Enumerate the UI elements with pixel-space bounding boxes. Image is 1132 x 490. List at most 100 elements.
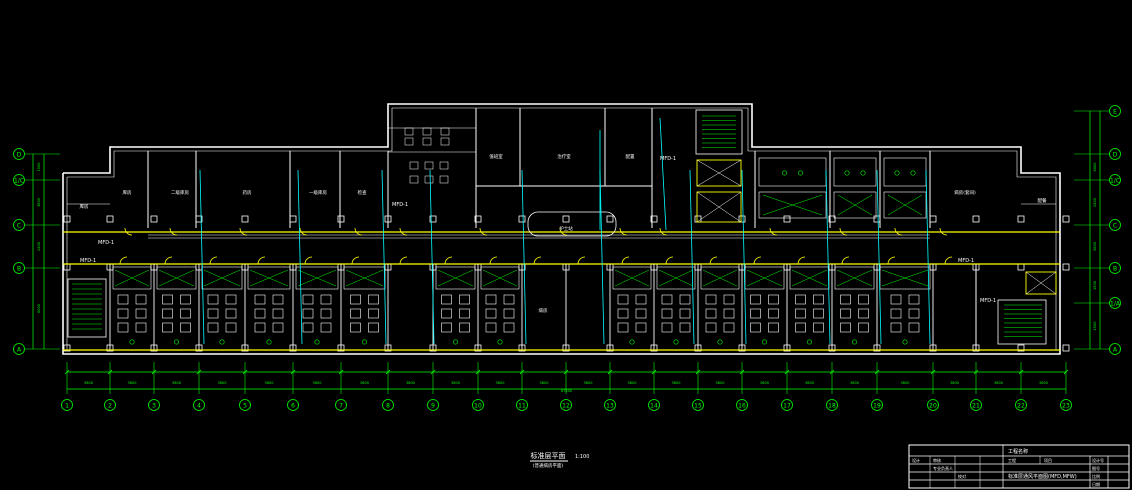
axis-number: 7 [339, 403, 343, 410]
fixture-circle [910, 170, 916, 176]
bed [135, 294, 147, 305]
bay-dim-label: 3600 [584, 381, 593, 385]
axis-number: 21 [972, 403, 980, 410]
bay-dim-label: 3600 [172, 381, 181, 385]
room-label: 二级库房 [171, 189, 189, 196]
bay-dim-label: 3600 [84, 381, 93, 385]
bathroom-mark [836, 269, 873, 287]
bay-dim-label: 3600 [760, 381, 769, 385]
bathroom-pod [879, 266, 931, 290]
axis-bubble-left [13, 343, 25, 355]
left-dim-label: 6000 [37, 304, 41, 313]
axis-bubble-left [13, 174, 25, 186]
bay-dim-label: 3600 [994, 381, 1003, 385]
bed [858, 322, 869, 333]
door-swing [209, 256, 218, 265]
bed [162, 322, 173, 333]
bathroom-mark [837, 194, 873, 216]
duct-riser [429, 169, 435, 345]
bed [661, 322, 673, 333]
duct-riser [741, 169, 747, 345]
room-label: 一级库房 [309, 189, 327, 196]
axis-letter-left: 1/C [14, 178, 24, 185]
bed [679, 308, 691, 319]
duct-tag: MFD-1 [392, 202, 408, 208]
axis-bubble [239, 399, 251, 411]
bathroom-mark [658, 269, 694, 287]
tb-cell: 日期 [1092, 481, 1100, 487]
bed [795, 308, 806, 319]
fixtures [72, 115, 1042, 345]
door-swing [399, 227, 408, 236]
bed [350, 308, 361, 319]
axis-number: 19 [873, 403, 881, 410]
bathroom-pod [883, 191, 927, 219]
bathroom-mark [791, 269, 828, 287]
duct-riser [381, 169, 387, 345]
bed [635, 322, 647, 333]
room-label: 库房 [80, 203, 89, 210]
bed [768, 308, 779, 319]
elevator-cross [696, 191, 742, 223]
bed [908, 322, 920, 333]
axis-letter-right: A [1113, 347, 1118, 354]
bathroom-mark [887, 194, 923, 216]
axis-bubble [516, 399, 528, 411]
duct-riser [876, 169, 882, 345]
bay-dim-label: 3600 [950, 381, 959, 385]
bay-dim-label: 3600 [628, 381, 637, 385]
bed [679, 322, 691, 333]
axis-bubble [604, 399, 616, 411]
bed [272, 308, 284, 319]
elevator-1 [696, 159, 742, 187]
left-dim-label: 2400 [37, 242, 41, 251]
room-partitions [63, 108, 1060, 351]
fixture-circle [314, 339, 320, 345]
bed [858, 308, 869, 319]
tb-cell: 设计 [912, 457, 920, 463]
bed [320, 294, 332, 305]
column [63, 215, 71, 223]
door-swing [797, 256, 806, 265]
bed [813, 294, 824, 305]
tb-cell: 工程 [1008, 457, 1016, 463]
dim-tick [1018, 369, 1024, 375]
duct-riser [599, 169, 605, 345]
bathroom-pod [700, 266, 740, 290]
door-swing [665, 256, 674, 265]
bathroom-pod [833, 191, 877, 219]
room-label: 配餐 [1038, 197, 1047, 204]
room-label: 检查 [358, 189, 367, 196]
door-swing [169, 227, 178, 236]
bed [705, 322, 717, 333]
bay-dim-label: 3600 [128, 381, 137, 385]
bed [890, 322, 902, 333]
bed [302, 322, 314, 333]
door-swing [351, 256, 360, 265]
room-labels: MFD-1MFD-1MFD-1MFD-1MFD-1MFD-1库房库房二级库房药房… [80, 153, 1047, 314]
bay-dim-label: 3600 [672, 381, 681, 385]
dim-tick [107, 369, 113, 375]
bay-dim-label: 3600 [716, 381, 725, 385]
door-swing [753, 256, 762, 265]
axis-bubble [287, 399, 299, 411]
fixture-circle [219, 339, 225, 345]
dim-tick [651, 369, 657, 375]
axis-bubble [335, 399, 347, 411]
door-swing [577, 256, 586, 265]
axis-letter-right: E [1113, 109, 1117, 116]
door-swing [119, 256, 128, 265]
dim-tick [1063, 369, 1069, 375]
column [106, 215, 114, 223]
bed [840, 322, 851, 333]
bed [723, 322, 735, 333]
bed [117, 308, 129, 319]
bed [459, 322, 470, 333]
right-dim-label: 6000 [1093, 163, 1097, 172]
right-dim-label: 3600 [1093, 242, 1097, 251]
door-swing [304, 256, 313, 265]
axis-bubble [148, 399, 160, 411]
fixture-circle [629, 339, 635, 345]
bed [890, 294, 902, 305]
fixture-circle [673, 339, 679, 345]
